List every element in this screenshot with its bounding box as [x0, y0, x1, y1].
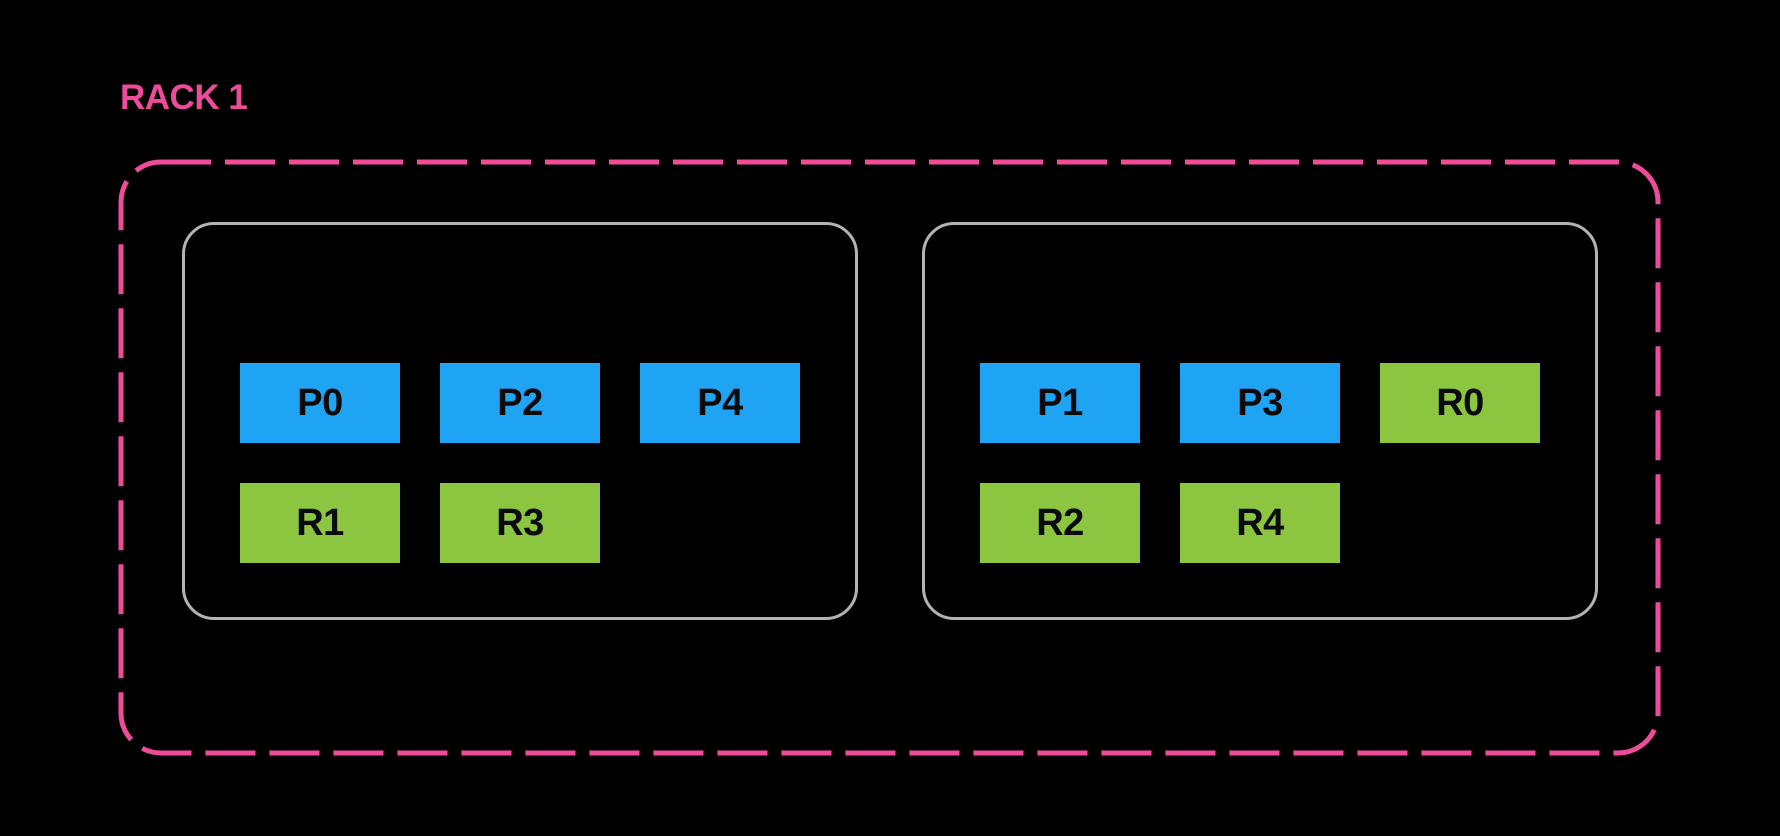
slot-r2: R2 [980, 483, 1140, 563]
node-2: P1 P3 R0 R2 R4 [922, 222, 1598, 620]
slot-r1: R1 [240, 483, 400, 563]
slot-r1-label: R1 [296, 501, 344, 544]
slot-p2: P2 [440, 363, 600, 443]
slot-p4: P4 [640, 363, 800, 443]
rack-title: RACK 1 [120, 78, 248, 117]
slot-p4-label: P4 [697, 381, 743, 424]
slot-p3-label: P3 [1237, 381, 1283, 424]
slot-r2-label: R2 [1036, 501, 1084, 544]
node-1: P0 P2 P4 R1 R3 [182, 222, 858, 620]
slot-r3: R3 [440, 483, 600, 563]
slot-p2-label: P2 [497, 381, 543, 424]
slot-p3: P3 [1180, 363, 1340, 443]
slot-r3-label: R3 [496, 501, 544, 544]
slot-p1-label: P1 [1037, 381, 1083, 424]
slot-p0-label: P0 [297, 381, 343, 424]
slot-p1: P1 [980, 363, 1140, 443]
slot-r0: R0 [1380, 363, 1540, 443]
slot-r4-label: R4 [1236, 501, 1284, 544]
slot-p0: P0 [240, 363, 400, 443]
slot-r0-label: R0 [1436, 381, 1484, 424]
slot-r4: R4 [1180, 483, 1340, 563]
